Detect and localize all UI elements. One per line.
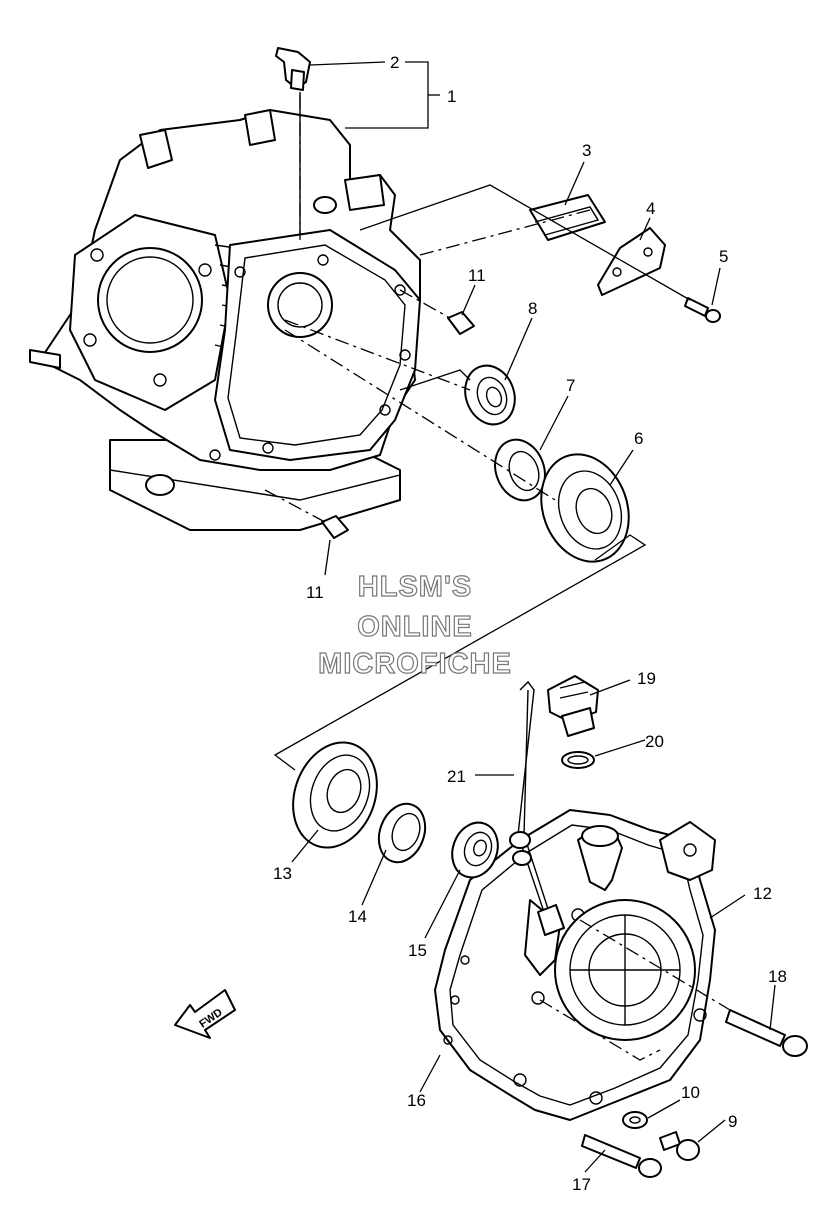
part-5-screw	[684, 297, 721, 323]
part-7-oil-seal	[494, 438, 546, 502]
watermark-line-2: ONLINE	[357, 611, 473, 643]
part-14-oil-seal	[377, 802, 427, 864]
part-17-bolt	[581, 1134, 662, 1178]
callout-11-top: 11	[468, 266, 486, 285]
part-21-dipstick	[509, 680, 565, 936]
callout-12: 12	[753, 884, 772, 903]
part-8-bearing	[464, 364, 516, 426]
callout-20: 20	[645, 732, 664, 751]
callout-3: 3	[582, 141, 591, 160]
callout-1: 1	[447, 87, 456, 106]
part-20-o-ring	[561, 751, 595, 769]
callout-4: 4	[646, 199, 655, 218]
callout-18: 18	[768, 967, 787, 986]
part-11-dowel-top	[447, 311, 475, 335]
crankcase-right	[434, 809, 716, 1121]
part-3-damper	[529, 194, 606, 241]
part-9-drain-bolt	[659, 1131, 700, 1161]
callout-14: 14	[348, 907, 367, 926]
callout-5: 5	[719, 247, 728, 266]
callout-11-bottom: 11	[306, 583, 324, 602]
fwd-arrow-icon: FWD	[174, 989, 236, 1039]
part-18-bolt	[725, 1009, 808, 1057]
callout-7: 7	[566, 376, 575, 395]
part-11-dowel-bottom	[321, 515, 349, 539]
callout-15: 15	[408, 941, 427, 960]
callout-8: 8	[528, 299, 537, 318]
callout-16: 16	[407, 1091, 426, 1110]
watermark-line-1: HLSM'S	[358, 571, 472, 603]
part-10-washer	[622, 1111, 648, 1129]
part-4-plate	[597, 227, 666, 296]
callout-17: 17	[572, 1175, 591, 1194]
callout-2: 2	[390, 53, 399, 72]
callout-9: 9	[728, 1112, 737, 1131]
crankcase-left	[29, 92, 421, 531]
watermark: HLSM'S ONLINE MICROFICHE	[318, 570, 512, 680]
watermark-line-3: MICROFICHE	[318, 648, 512, 680]
part-13-bearing	[292, 741, 378, 849]
callout-numbers: 1 2 3 4 5 6 7 8 11 11 19 20 21 12 18 13 …	[273, 53, 787, 1194]
part-2-fitting	[275, 47, 311, 91]
part-15-bearing	[451, 821, 499, 879]
callout-6: 6	[634, 429, 643, 448]
assembly-lines	[264, 95, 731, 1061]
callout-13: 13	[273, 864, 292, 883]
part-19-filler-cap	[547, 675, 599, 737]
callout-leaders	[291, 61, 776, 1173]
callout-21: 21	[447, 767, 466, 786]
callout-10: 10	[681, 1083, 700, 1102]
part-6-bearing	[540, 453, 630, 563]
callout-19: 19	[637, 669, 656, 688]
